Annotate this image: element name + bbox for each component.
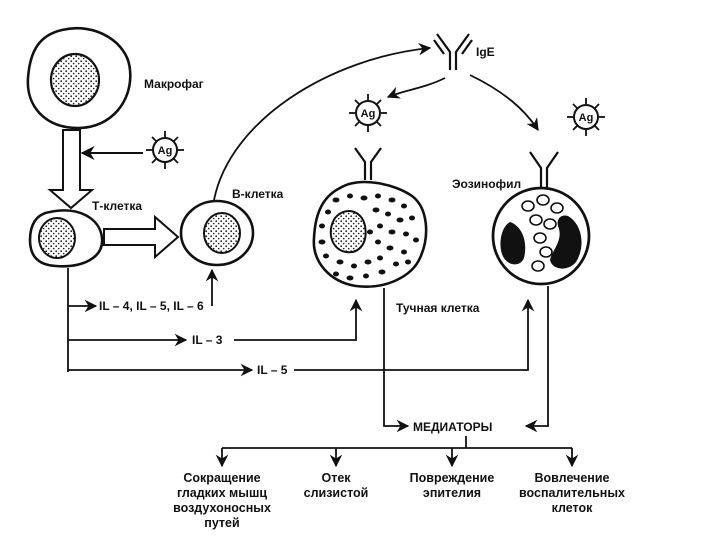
mast-cell <box>312 180 428 288</box>
t-cell-nucleus <box>38 217 76 259</box>
ige-to-eosinophil-arrow <box>469 74 539 132</box>
macrophage-nucleus <box>49 52 101 108</box>
il-4-5-6-label: IL – 4, IL – 5, IL – 6 <box>99 299 204 313</box>
mast-cell-label: Тучная клетка <box>396 301 480 315</box>
svg-text:эпителия: эпителия <box>423 486 481 500</box>
antigen-macrophage: Ag <box>146 131 184 169</box>
mast-to-mediators-arrow <box>383 288 410 433</box>
ige-to-mast-arrow <box>386 77 446 99</box>
macrophage-to-tcell-arrow <box>47 129 95 210</box>
b-cell <box>179 199 255 267</box>
svg-text:Повреждение: Повреждение <box>410 471 495 485</box>
mediators-label: МЕДИАТОРЫ <box>413 420 492 434</box>
ige-label: IgE <box>476 45 495 59</box>
il-5-label: IL – 5 <box>257 363 288 377</box>
svg-text:Ag: Ag <box>579 112 594 124</box>
svg-text:путей: путей <box>204 516 239 530</box>
svg-text:Ag: Ag <box>361 108 376 120</box>
eosinophil-cell <box>491 186 591 286</box>
ige-antibody <box>433 33 473 70</box>
outcome-4: Вовлечение воспалительных клеток <box>519 471 625 515</box>
svg-text:воспалительных: воспалительных <box>519 486 625 500</box>
t-cell-label: Т-клетка <box>92 199 142 213</box>
b-cell-nucleus <box>203 212 241 254</box>
eosinophil-granules <box>521 194 564 272</box>
svg-text:клеток: клеток <box>552 501 594 515</box>
macrophage-label: Макрофаг <box>144 77 204 91</box>
eosinophil-to-mediators-arrow <box>524 286 549 433</box>
il3-to-mast-arrow <box>234 298 363 341</box>
svg-text:Сокращение: Сокращение <box>183 471 260 485</box>
svg-text:воздухоносных: воздухоносных <box>173 501 271 515</box>
outcome-1: Сокращение гладких мышц воздухоносных пу… <box>173 471 271 530</box>
eosinophil-ige-receptor <box>529 151 559 188</box>
mast-cell-nucleus <box>329 210 367 254</box>
mast-cell-granules <box>318 193 419 281</box>
eosinophil-nucleus-left <box>500 222 526 265</box>
eosinophil-label: Эозинофил <box>452 177 521 191</box>
outcome-2: Отек слизистой <box>304 471 369 500</box>
svg-text:слизистой: слизистой <box>304 486 369 500</box>
mast-ige-receptor <box>354 147 382 180</box>
antigen-eosinophil: Ag <box>567 98 605 136</box>
t-cell <box>28 209 104 268</box>
il5-to-eosinophil-arrow <box>294 298 535 371</box>
svg-text:Отек: Отек <box>321 471 351 485</box>
svg-text:Ag: Ag <box>158 145 173 157</box>
svg-text:Вовлечение: Вовлечение <box>535 471 610 485</box>
tcell-to-bcell-arrow <box>103 214 180 260</box>
bcell-to-ige-arrow <box>213 42 432 201</box>
svg-text:гладких мышц: гладких мышц <box>177 486 267 500</box>
eosinophil-nucleus-right <box>550 215 582 269</box>
b-cell-label: В-клетка <box>232 187 284 201</box>
outcome-3: Повреждение эпителия <box>410 471 495 500</box>
il-3-label: IL – 3 <box>192 333 223 347</box>
macrophage-cell <box>26 26 132 130</box>
antigen-mast: Ag <box>349 94 387 132</box>
